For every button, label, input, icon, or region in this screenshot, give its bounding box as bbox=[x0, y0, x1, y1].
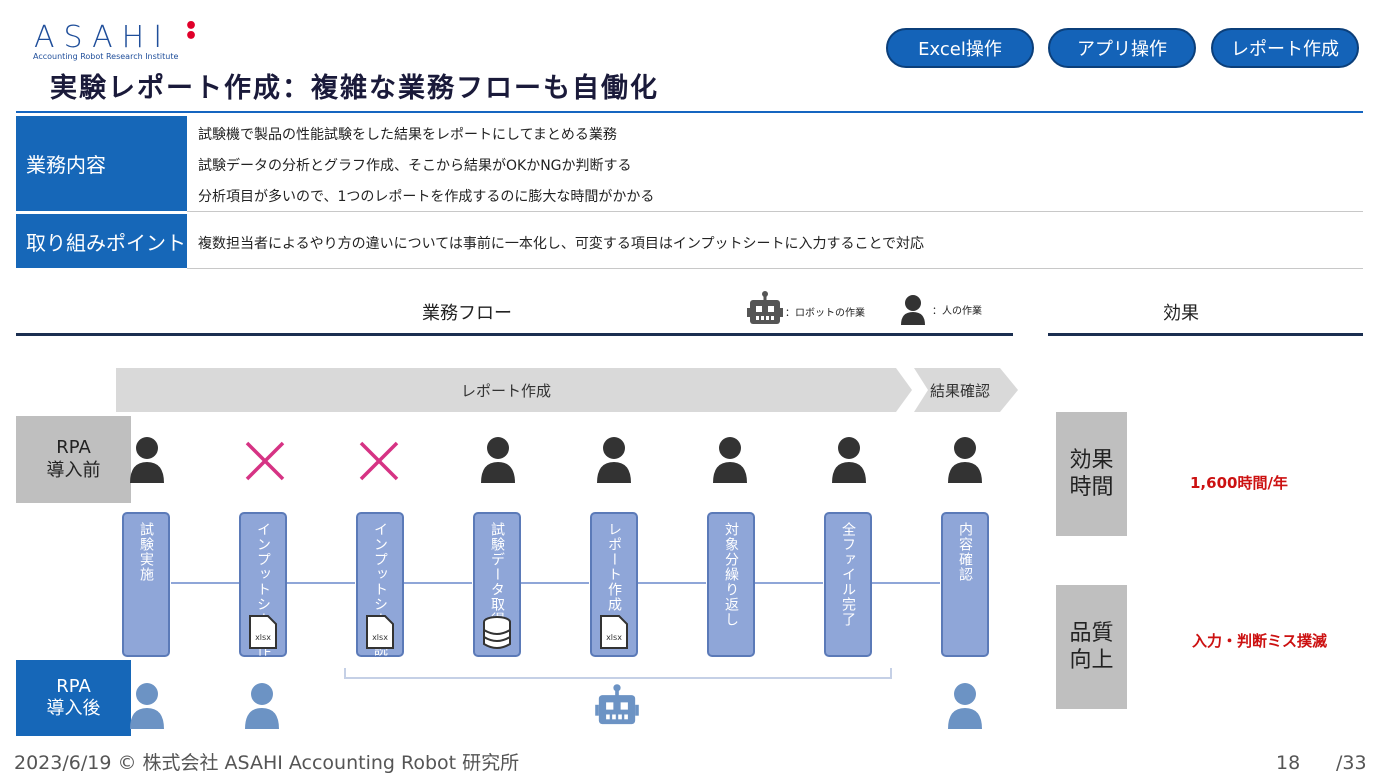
band-end-label: 結果確認 bbox=[929, 381, 990, 400]
effect-heading: 効果 bbox=[1163, 303, 1199, 324]
effect-quality-label: 品質 向上 bbox=[1056, 585, 1127, 709]
step-label: 対象分繰り返し bbox=[723, 522, 739, 627]
person-icon bbox=[130, 683, 164, 729]
business-line-1: 試験機で製品の性能試験をした結果をレポートにしてまとめる業務 bbox=[198, 127, 617, 143]
logo-dots: •• bbox=[184, 14, 199, 49]
flow-connector bbox=[521, 582, 589, 584]
tag-app[interactable]: アプリ操作 bbox=[1048, 28, 1196, 68]
step-box-8: 内容確認 bbox=[941, 512, 989, 657]
file-label: xlsx bbox=[372, 633, 388, 642]
person-icon bbox=[130, 437, 164, 483]
effect-heading-line bbox=[1048, 333, 1363, 336]
after-label: RPA 導入後 bbox=[16, 660, 131, 736]
xlsx-file-icon: xlsx bbox=[366, 615, 394, 649]
flow-band bbox=[116, 368, 1018, 412]
person-icon bbox=[832, 437, 866, 483]
table-bottom bbox=[187, 268, 1363, 269]
tag-excel[interactable]: Excel操作 bbox=[886, 28, 1034, 68]
person-icon bbox=[481, 437, 515, 483]
robot-icon bbox=[595, 684, 639, 725]
page-number: 18 bbox=[1276, 752, 1301, 774]
title-underline bbox=[16, 111, 1363, 113]
flow-connector bbox=[755, 582, 823, 584]
flow-connector bbox=[404, 582, 472, 584]
robot-icon bbox=[747, 291, 783, 324]
step-label: 内容確認 bbox=[957, 522, 973, 582]
flow-heading-line bbox=[16, 333, 1013, 336]
footer-copyright: 2023/6/19 © 株式会社 ASAHI Accounting Robot … bbox=[14, 752, 520, 774]
effect-time-value: 1,600時間/年 bbox=[1190, 474, 1288, 492]
step-box-5: レポート作成 xlsx bbox=[590, 512, 638, 657]
person-icon bbox=[948, 437, 982, 483]
flow-connector bbox=[287, 582, 355, 584]
business-label: 業務内容 bbox=[16, 116, 187, 211]
business-line-2: 試験データの分析とグラフ作成、そこから結果がOKかNGか判断する bbox=[198, 158, 632, 174]
person-icon bbox=[245, 683, 279, 729]
legend-robot: ：ロボットの作業 bbox=[785, 308, 865, 319]
step-box-6: 対象分繰り返し bbox=[707, 512, 755, 657]
person-icon bbox=[948, 683, 982, 729]
flow-connector bbox=[638, 582, 706, 584]
cross-icon bbox=[359, 441, 399, 481]
logo-text: ASAHI bbox=[34, 20, 172, 55]
effect-quality-value: 入力・判断ミス撲滅 bbox=[1192, 632, 1328, 650]
robot-bracket bbox=[344, 668, 892, 679]
step-box-2: インプットシート作成 xlsx bbox=[239, 512, 287, 672]
step-label: 試験データ取得 bbox=[489, 522, 505, 627]
person-icon bbox=[713, 437, 747, 483]
flow-heading: 業務フロー bbox=[422, 303, 512, 324]
page-title: 実験レポート作成：複雑な業務フローも自働化 bbox=[50, 73, 659, 104]
step-box-7: 全ファイル完了 bbox=[824, 512, 872, 657]
file-label: xlsx bbox=[255, 633, 271, 642]
flow-connector bbox=[171, 582, 239, 584]
step-label: レポート作成 bbox=[606, 522, 622, 612]
database-icon bbox=[483, 616, 511, 649]
tag-report[interactable]: レポート作成 bbox=[1211, 28, 1359, 68]
legend-person: ：人の作業 bbox=[932, 306, 982, 317]
effect-time-label: 効果 時間 bbox=[1056, 412, 1127, 536]
logo-tagline: Accounting Robot Research Institute bbox=[33, 52, 179, 61]
business-line-3: 分析項目が多いので、1つのレポートを作成するのに膨大な時間がかかる bbox=[198, 189, 655, 205]
approach-label: 取り組みポイント bbox=[16, 214, 187, 268]
page-total: /33 bbox=[1336, 752, 1367, 774]
flow-connector bbox=[872, 582, 940, 584]
xlsx-file-icon: xlsx bbox=[249, 615, 277, 649]
before-label: RPA 導入前 bbox=[16, 416, 131, 503]
step-box-3: インプットシート読取 xlsx bbox=[356, 512, 404, 672]
step-label: 全ファイル完了 bbox=[840, 522, 856, 627]
person-icon bbox=[901, 295, 925, 325]
approach-text: 複数担当者によるやり方の違いについては事前に一本化し、可変する項目はインプットシ… bbox=[198, 236, 925, 252]
person-icon bbox=[597, 437, 631, 483]
band-main-label: レポート作成 bbox=[460, 381, 551, 400]
file-label: xlsx bbox=[606, 633, 622, 642]
cross-icon bbox=[245, 441, 285, 481]
table-divider bbox=[187, 211, 1363, 212]
xlsx-file-icon: xlsx bbox=[600, 615, 628, 649]
step-box-4: 試験データ取得 bbox=[473, 512, 521, 657]
step-label: 試験実施 bbox=[138, 522, 154, 582]
step-box-1: 試験実施 bbox=[122, 512, 170, 657]
